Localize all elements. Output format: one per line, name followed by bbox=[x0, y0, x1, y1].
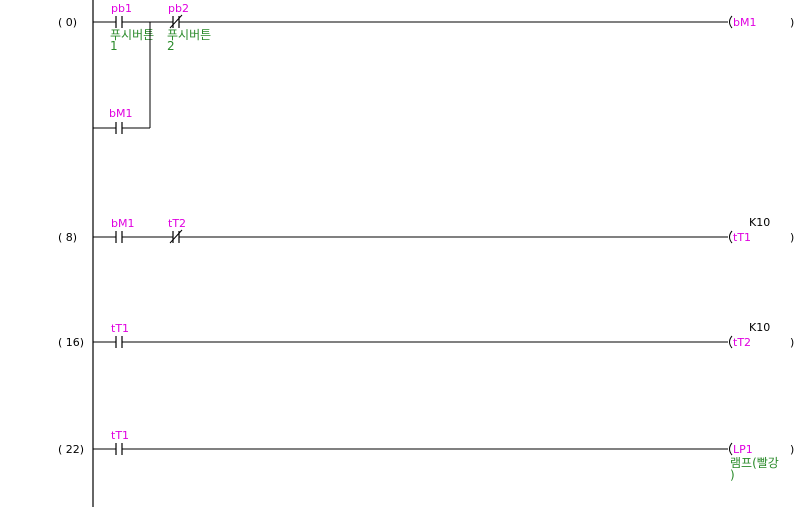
coil-close-paren: ) bbox=[790, 231, 794, 244]
step-number: ( 22) bbox=[58, 443, 84, 456]
branch-contact-label: bM1 bbox=[109, 107, 132, 120]
contact-label: tT2 bbox=[168, 217, 186, 230]
contact-comment: 2 bbox=[167, 39, 175, 53]
contact-tt2[interactable] bbox=[169, 229, 183, 244]
coil-comment: ) bbox=[730, 468, 735, 482]
step-number: ( 8) bbox=[58, 231, 77, 244]
contact-label: bM1 bbox=[111, 217, 134, 230]
contact-pb2[interactable] bbox=[169, 14, 183, 29]
contact-bm1-branch[interactable] bbox=[115, 122, 123, 134]
coil-label: LP1 bbox=[733, 443, 753, 456]
contact-comment: 푸시버튼 bbox=[110, 28, 154, 42]
timer-setting: K10 bbox=[749, 216, 770, 229]
contact-label: tT1 bbox=[111, 322, 129, 335]
coil-close-paren: ) bbox=[790, 443, 794, 456]
step-number: ( 0) bbox=[58, 16, 77, 29]
contact-pb1[interactable] bbox=[115, 16, 123, 28]
contact-comment: 1 bbox=[110, 39, 118, 53]
contact-label: pb1 bbox=[111, 2, 132, 15]
coil-label: tT2 bbox=[733, 336, 751, 349]
step-number: ( 16) bbox=[58, 336, 84, 349]
output-coil[interactable] bbox=[729, 442, 733, 456]
coil-close-paren: ) bbox=[790, 336, 794, 349]
output-coil[interactable] bbox=[729, 230, 733, 244]
coil-label: bM1 bbox=[733, 16, 756, 29]
contact-tt1[interactable] bbox=[115, 336, 123, 348]
contact-tt1[interactable] bbox=[115, 443, 123, 455]
contact-label: tT1 bbox=[111, 429, 129, 442]
coil-label: tT1 bbox=[733, 231, 751, 244]
contact-comment: 푸시버튼 bbox=[167, 28, 211, 42]
coil-close-paren: ) bbox=[790, 16, 794, 29]
coil-comment: 램프(빨강 bbox=[730, 456, 779, 470]
contact-label: pb2 bbox=[168, 2, 189, 15]
output-coil[interactable] bbox=[729, 335, 733, 349]
timer-setting: K10 bbox=[749, 321, 770, 334]
output-coil[interactable] bbox=[729, 15, 733, 29]
contact-bm1[interactable] bbox=[115, 231, 123, 243]
